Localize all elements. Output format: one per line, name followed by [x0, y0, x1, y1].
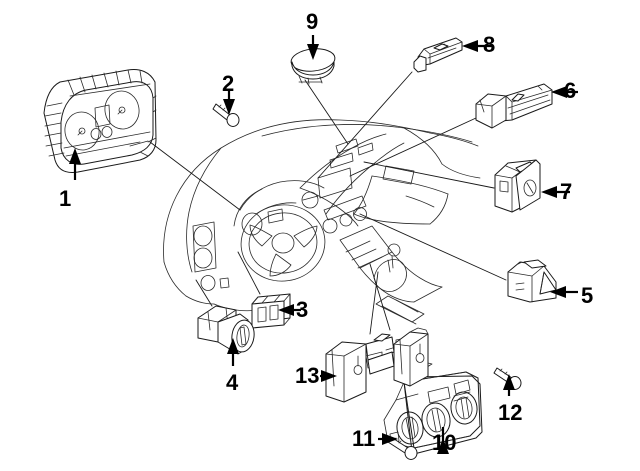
callout-label-11[interactable]: 11	[352, 426, 376, 451]
leader-line-5	[359, 213, 507, 281]
part-switch-small-rocker	[251, 293, 291, 329]
callout-arrow-11	[378, 433, 398, 445]
part-screw-cluster	[212, 103, 240, 127]
callout-arrow-9	[307, 35, 319, 60]
callout-label-1[interactable]: 1	[59, 186, 72, 211]
leader-line-4	[195, 279, 213, 307]
dashboard-assembly	[163, 119, 481, 325]
callout-label-9[interactable]: 9	[306, 9, 319, 34]
callout-arrow-3	[278, 304, 301, 316]
callout-arrow-12	[503, 374, 515, 396]
callout-arrow-4	[227, 338, 239, 366]
callout-arrow-5	[550, 286, 578, 298]
callout-label-12[interactable]: 12	[498, 400, 523, 425]
callout-label-8[interactable]: 8	[483, 32, 496, 57]
callout-arrow-13	[320, 370, 337, 382]
callout-arrow-10	[437, 427, 449, 454]
leader-line-7	[363, 161, 495, 189]
part-switch-round-knob	[494, 159, 541, 213]
part-switch-slim-blade	[413, 37, 463, 73]
part-hvac-mounting-bracket	[325, 327, 429, 403]
leader-line-13	[369, 271, 379, 335]
part-screw-hvac-left	[387, 436, 418, 460]
callout-arrow-6	[551, 86, 578, 98]
part-cigarette-lighter-socket	[197, 305, 255, 355]
callout-label-2[interactable]: 2	[222, 71, 235, 96]
callout-label-10[interactable]: 10	[432, 430, 457, 455]
leader-line-9	[304, 79, 349, 145]
callout-label-4[interactable]: 4	[226, 370, 239, 395]
callout-label-6[interactable]: 6	[564, 78, 577, 103]
callout-label-5[interactable]: 5	[581, 283, 594, 308]
leader-line-3	[237, 251, 261, 295]
leader-line-6	[349, 117, 477, 177]
callout-label-13[interactable]: 13	[295, 363, 320, 388]
leader-lines	[149, 71, 507, 335]
leader-line-8	[317, 71, 413, 179]
part-hvac-control-unit	[383, 361, 483, 455]
part-instrument-cluster	[43, 69, 157, 173]
callout-arrow-1	[69, 148, 81, 180]
part-switch-long-bar	[475, 83, 553, 129]
callout-arrow-8	[462, 40, 492, 52]
callout-arrows	[69, 35, 578, 454]
part-switch-wedge	[507, 259, 557, 303]
leader-line-1	[149, 141, 241, 211]
callout-label-3[interactable]: 3	[296, 297, 309, 322]
callout-arrow-2	[223, 90, 235, 115]
callout-label-7[interactable]: 7	[560, 179, 573, 204]
callout-arrow-7	[541, 186, 570, 198]
leader-line-10	[369, 263, 391, 331]
